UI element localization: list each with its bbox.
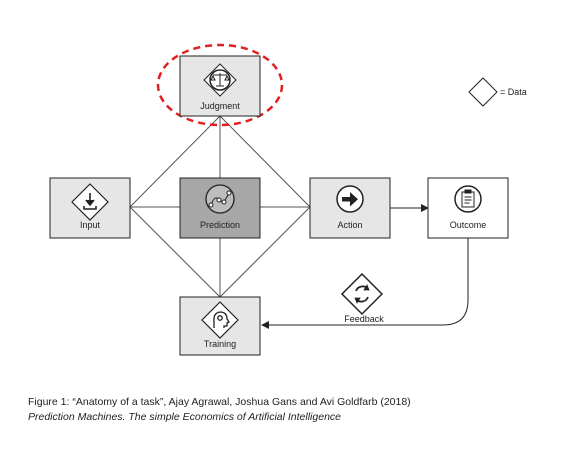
refresh-icon xyxy=(354,284,370,304)
feedback-node: Feedback xyxy=(340,272,384,324)
feedback-label: Feedback xyxy=(344,314,384,324)
clipboard-icon xyxy=(461,189,475,208)
training-node: Training xyxy=(179,296,261,356)
training-label: Training xyxy=(204,339,236,349)
feedback-loop-arrow xyxy=(261,238,469,329)
prediction-node: Prediction xyxy=(179,177,261,239)
caption-line-2: Prediction Machines. The simple Economic… xyxy=(28,411,341,423)
connector-lines xyxy=(129,115,311,298)
data-diamond xyxy=(340,272,384,316)
network-curve-icon xyxy=(208,190,232,208)
legend-label: = Data xyxy=(500,87,527,97)
outcome-node: Outcome xyxy=(427,177,509,239)
legend: = Data xyxy=(468,77,527,107)
action-label: Action xyxy=(337,220,362,230)
right-arrow-icon xyxy=(342,192,358,207)
judgment-highlight-ellipse xyxy=(156,43,284,127)
judgment-node: Judgment xyxy=(179,55,261,117)
caption-line-1: Figure 1: “Anatomy of a task”, Ajay Agra… xyxy=(28,396,411,408)
figure-caption: Figure 1: “Anatomy of a task”, Ajay Agra… xyxy=(28,395,548,425)
legend-data-diamond xyxy=(468,77,498,107)
input-node: Input xyxy=(49,177,131,239)
input-label: Input xyxy=(80,220,101,230)
scales-icon xyxy=(209,69,231,91)
prediction-label: Prediction xyxy=(200,220,240,230)
outcome-label: Outcome xyxy=(450,220,487,230)
action-node: Action xyxy=(309,177,391,239)
head-gear-icon xyxy=(213,311,230,328)
download-arrow-icon xyxy=(83,193,97,210)
judgment-label: Judgment xyxy=(200,101,240,111)
